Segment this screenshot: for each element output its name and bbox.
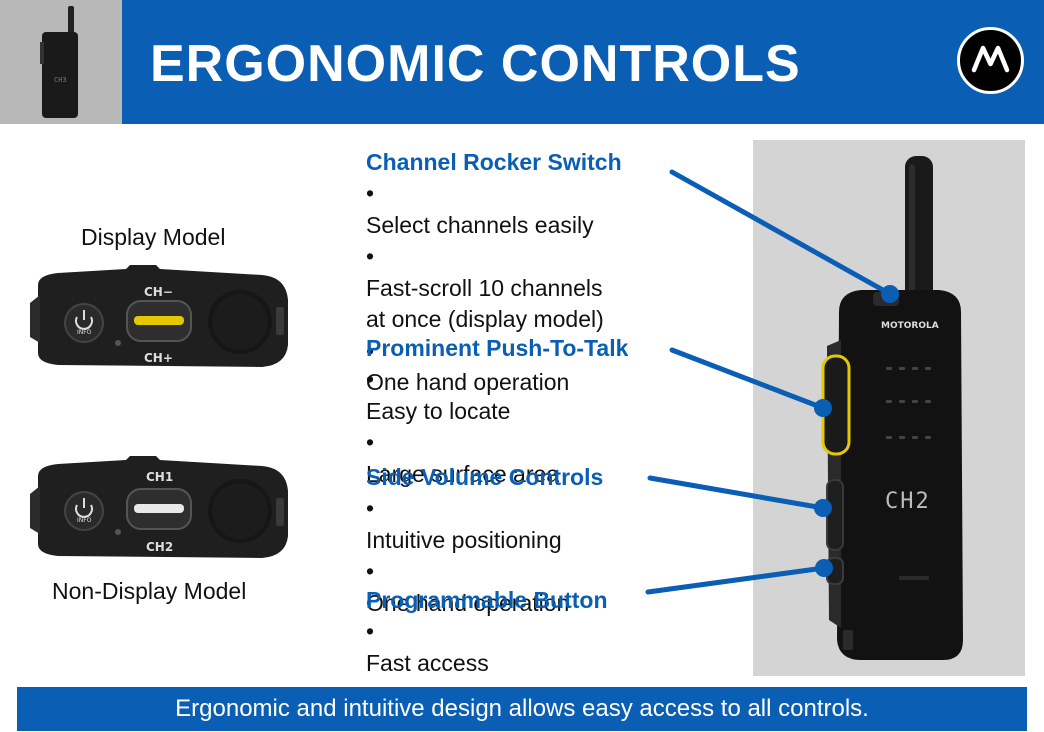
non-display-model-top-view: INFO CH1 CH2 (30, 456, 288, 558)
motorola-logo (957, 27, 1024, 94)
radio-body (837, 290, 963, 660)
motorola-m-icon (971, 45, 1010, 73)
radio-display-text: CH2 (885, 489, 931, 514)
feature-bullet: Fast access (366, 616, 608, 679)
speaker-grill (886, 367, 931, 439)
power-button-icon (64, 303, 104, 343)
bullet-text: Fast-scroll 10 channels (366, 274, 603, 301)
push-to-talk-button (821, 354, 851, 456)
bullet-text: Select channels easily (366, 211, 594, 238)
non-display-model-label: Non-Display Model (52, 578, 247, 604)
footer-banner: Ergonomic and intuitive design allows ea… (17, 687, 1027, 731)
ch1-label: CH1 (146, 470, 173, 484)
power-button-icon (64, 491, 104, 531)
programmable-button (826, 557, 844, 585)
feature-title: Channel Rocker Switch (366, 149, 622, 175)
power-info-label: INFO (77, 517, 92, 524)
feature-bullet: Intuitive positioning (366, 493, 603, 556)
radio-photo-panel: MOTOROLA CH2 (753, 140, 1025, 676)
feature-title: Programmable Button (366, 587, 608, 613)
selector-white-highlight (134, 504, 184, 513)
feature-bullet-list: Easy to locate Large surface area (366, 364, 628, 490)
feature-programmable-button: Programmable Button Fast access (366, 585, 608, 679)
ch-minus-label: CH− (144, 285, 173, 299)
feature-side-volume: Side Volume Controls Intuitive positioni… (366, 462, 603, 619)
bullet-text: Fast access (366, 649, 489, 676)
radio-thumbnail-image: CH3 (40, 6, 78, 118)
page-title: ERGONOMIC CONTROLS (150, 35, 801, 93)
display-model-top-view: INFO CH− CH+ (30, 265, 288, 367)
volume-controls (826, 479, 844, 551)
feature-bullet: Large surface area (366, 427, 628, 490)
radio-thumbnail: CH3 (0, 0, 122, 124)
feature-bullet-list: Fast access (366, 616, 608, 679)
ch2-label: CH2 (146, 540, 173, 554)
bullet-text-continued: at once (display model) (366, 306, 604, 332)
power-info-label: INFO (77, 329, 92, 336)
thumb-display-text: CH3 (54, 76, 67, 84)
feature-bullet: Fast-scroll 10 channels at once (display … (366, 241, 622, 336)
feature-bullet: Select channels easily (366, 178, 622, 241)
bullet-text: Easy to locate (366, 397, 511, 424)
feature-title: Side Volume Controls (366, 464, 604, 490)
bullet-text: Large surface area (366, 460, 560, 487)
ch-plus-label: CH+ (144, 351, 173, 365)
bullet-text: One hand operation (366, 589, 570, 616)
bullet-text: Intuitive positioning (366, 526, 562, 553)
rocker-yellow-highlight (134, 316, 184, 325)
radio-side-view: MOTOROLA CH2 (821, 156, 963, 660)
feature-bullet: Easy to locate (366, 364, 628, 427)
feature-title: Prominent Push-To-Talk (366, 335, 629, 361)
header-banner: CH3 ERGONOMIC CONTROLS (0, 0, 1044, 124)
feature-bullet-list: Intuitive positioning One hand operation (366, 493, 603, 619)
feature-bullet: One hand operation (366, 556, 603, 619)
radio-brand-label: MOTOROLA (881, 321, 939, 331)
feature-push-to-talk: Prominent Push-To-Talk Easy to locate La… (366, 333, 628, 490)
display-model-label: Display Model (81, 224, 226, 250)
